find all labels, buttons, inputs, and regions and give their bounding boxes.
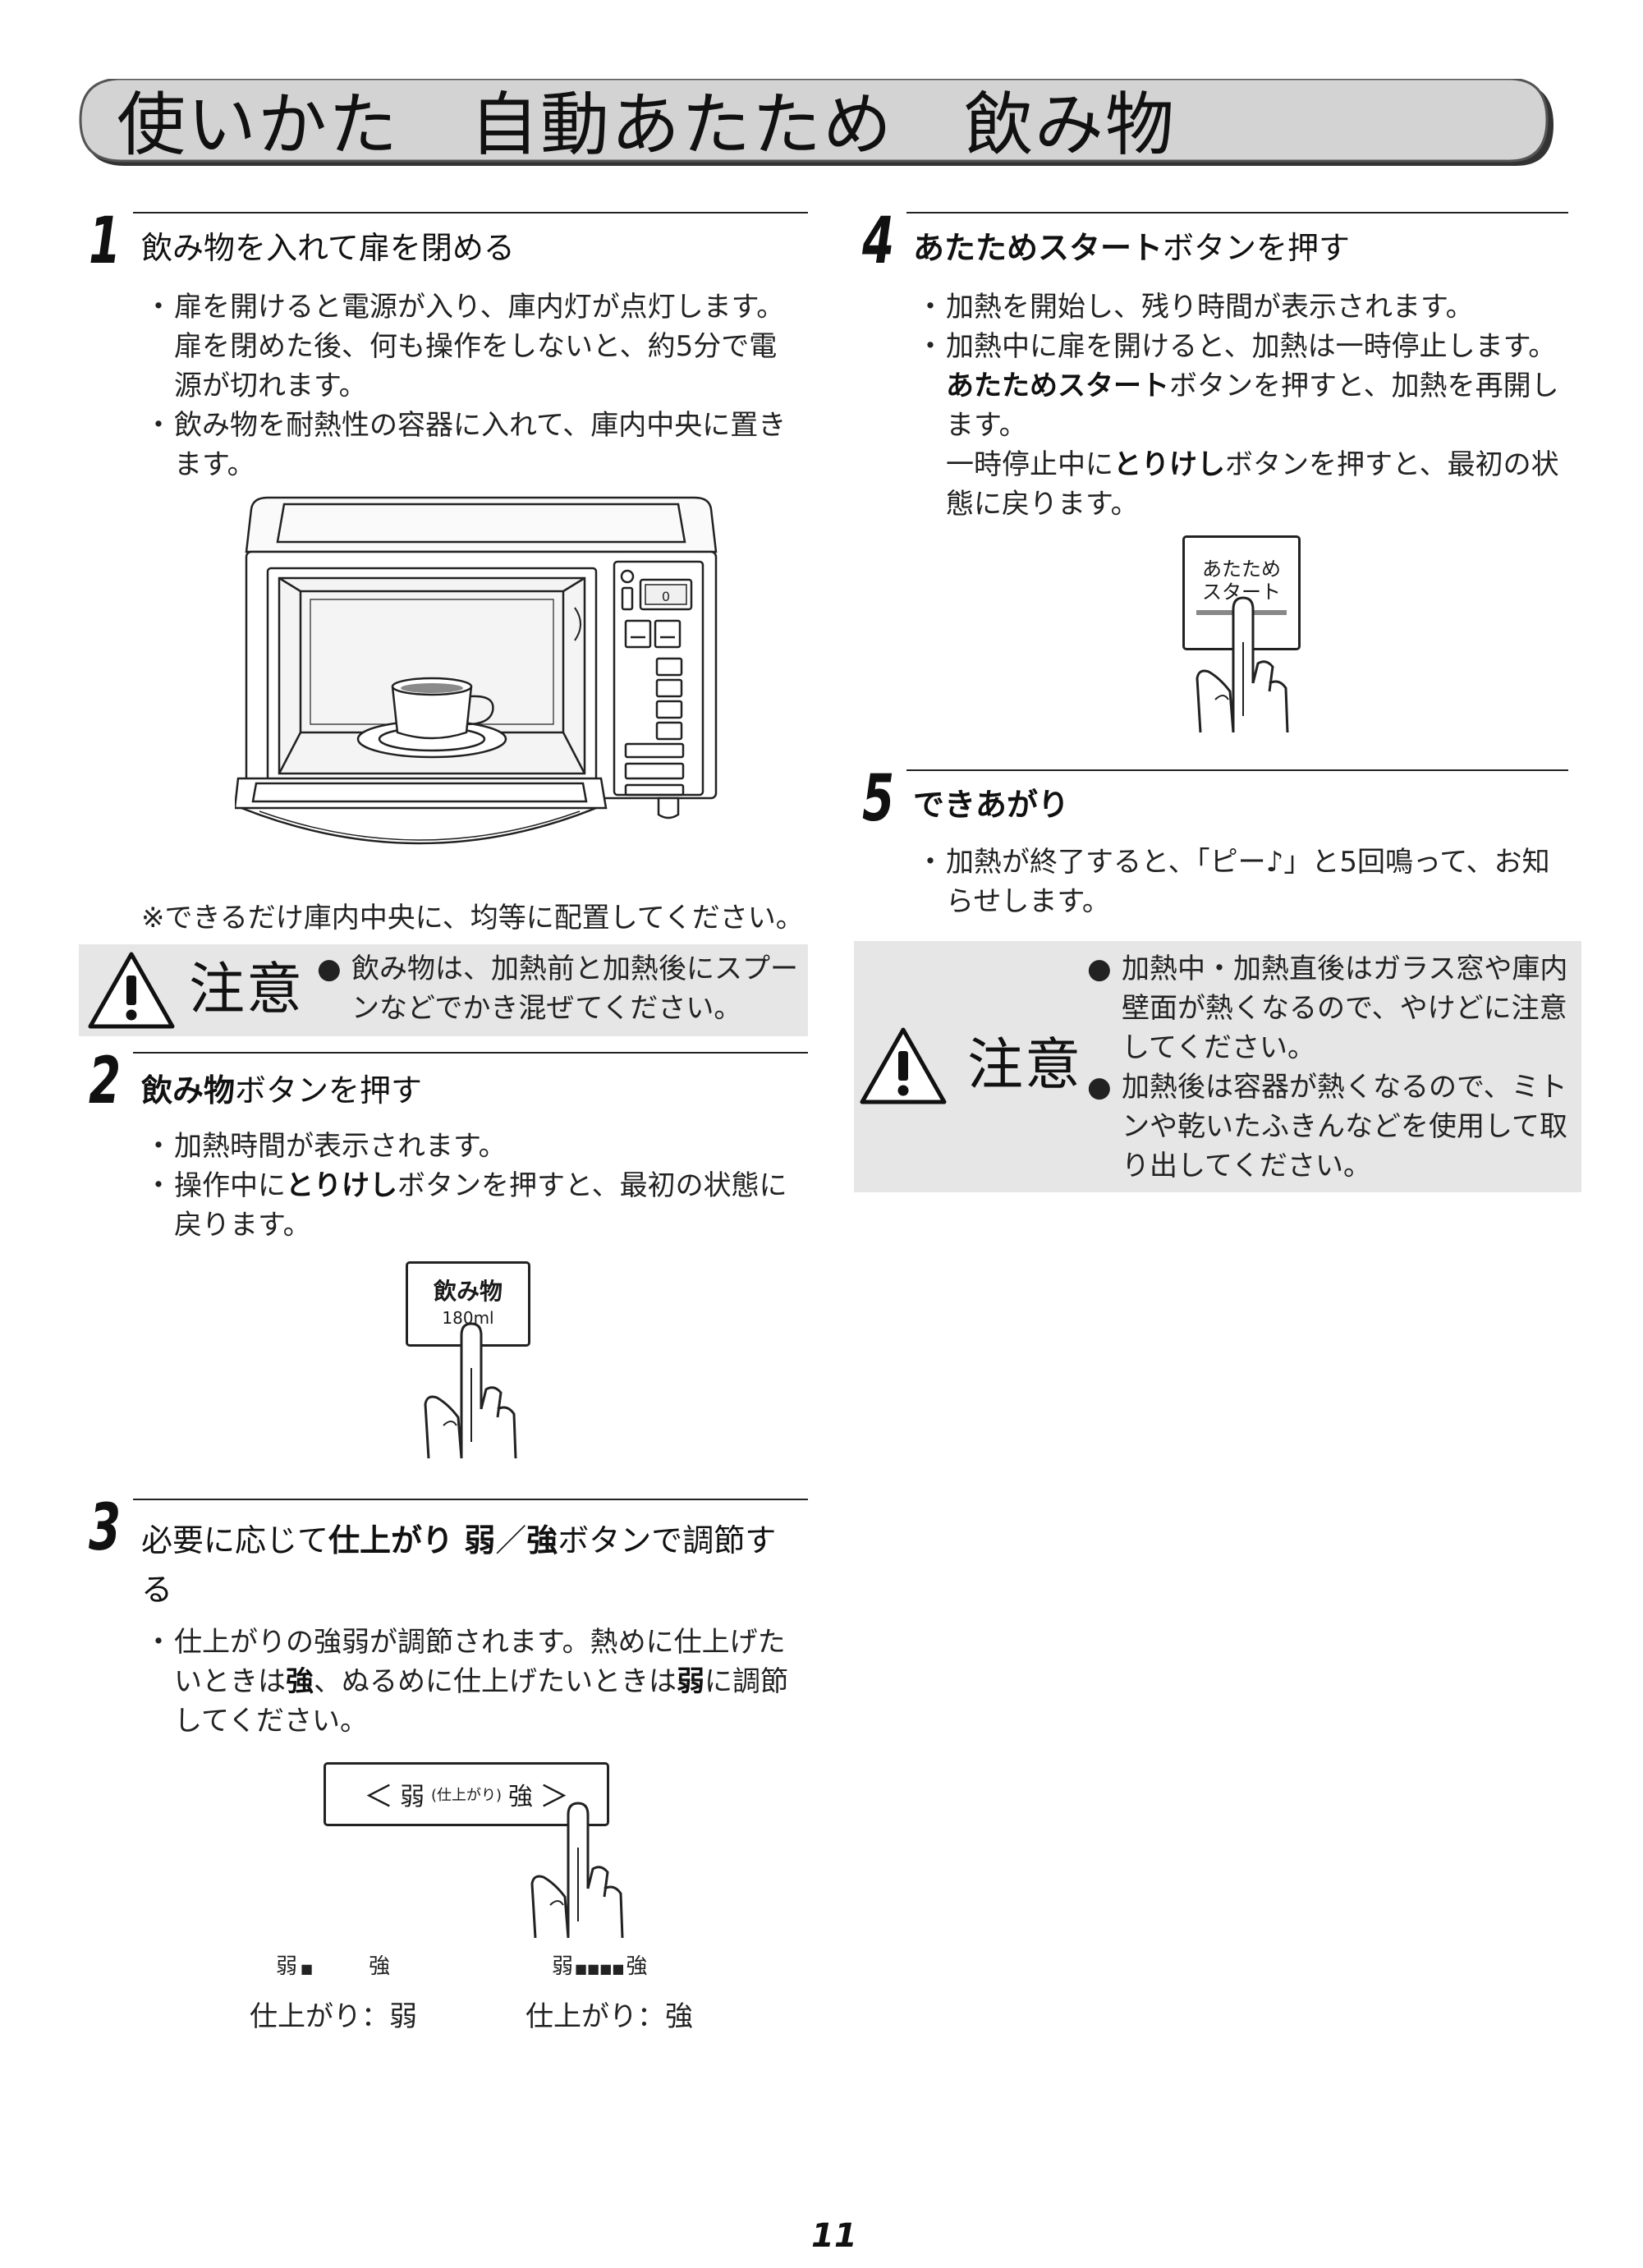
step-5-rule: [906, 769, 1568, 771]
indicator-weak-caption: 仕上がり：弱: [250, 2000, 417, 2033]
caution-word-2: 注意: [967, 1033, 1083, 1098]
microwave-display-text: 0: [662, 589, 670, 604]
microwave-illustration: 0: [235, 496, 718, 845]
indicator-strong-caption: 仕上がり：強: [525, 2000, 693, 2033]
step-1-note: ※できるだけ庫内中央に、均等に配置してください。: [141, 902, 804, 934]
step-3-bullets: 仕上がりの強弱が調節されます。熱めに仕上げた いときは強、ぬるめに仕上げたいとき…: [145, 1623, 821, 1741]
pointing-hand-icon-3: [1196, 596, 1289, 733]
finish-mid-label: (仕上がり): [430, 1787, 503, 1804]
warning-triangle-icon: [88, 952, 175, 1029]
finish-strong-label: 強: [508, 1783, 534, 1811]
start-button-illustration: あたため スタート: [1182, 535, 1301, 650]
caution-box-2: 注意 加熱中・加熱直後はガラス窓や庫内壁面が熱くなるので、やけどに注意してくださ…: [854, 941, 1581, 1192]
step-4-bullets: 加熱を開始し、残り時間が表示されます。 加熱中に扉を開けると、加熱は一時停止しま…: [916, 287, 1576, 524]
step-2-bullet-1: 加熱時間が表示されます。: [145, 1127, 821, 1166]
title-banner-shape: [79, 79, 1554, 166]
caution-word-1: 注意: [189, 957, 305, 1022]
title-banner: 使いかた 自動あたため 飲み物: [79, 79, 1557, 171]
step-3-title: 必要に応じて仕上がり 弱／強ボタンで調節す: [141, 1522, 777, 1559]
pointing-hand-icon: [424, 1322, 517, 1459]
start-button-label-1: あたため: [1202, 558, 1281, 581]
step-4-bullet-1: 加熱を開始し、残り時間が表示されます。: [916, 287, 1576, 327]
step-5-title: できあがり: [913, 787, 1070, 823]
step-5-number: 5: [862, 762, 895, 836]
warning-triangle-icon-2: [860, 1027, 947, 1104]
step-1-rule: [133, 212, 808, 213]
step-4-rule: [906, 212, 1568, 213]
step-1-title: 飲み物を入れて扉を閉める: [141, 230, 515, 266]
caution-2-item-2: 加熱後は容器が熱くなるので、ミトンや乾いたふきんなどを使用して取り出してください…: [1087, 1067, 1580, 1186]
caution-2-text: 加熱中・加熱直後はガラス窓や庫内壁面が熱くなるので、やけどに注意してください。 …: [1087, 949, 1580, 1186]
indicator-weak: 弱■強: [276, 1954, 391, 1979]
drink-button-label: 飲み物: [433, 1278, 503, 1305]
step-1-number: 1: [89, 204, 122, 278]
step-4-bullet-2: 加熱中に扉を開けると、加熱は一時停止します。 あたためスタートボタンを押すと、加…: [916, 327, 1576, 524]
finish-left-arrow-icon: ＜: [363, 1780, 393, 1814]
step-4-number: 4: [862, 204, 895, 278]
step-1-bullets: 扉を開けると電源が入り、庫内灯が点灯します。扉を閉めた後、何も操作をしないと、約…: [145, 287, 821, 484]
drink-button-illustration: 飲み物 180ml: [406, 1261, 530, 1347]
step-3-number: 3: [89, 1491, 122, 1565]
step-3-rule: [133, 1499, 808, 1500]
step-4-title: あたためスタートボタンを押す: [913, 230, 1351, 266]
step-3-bullet-1: 仕上がりの強弱が調節されます。熱めに仕上げた いときは強、ぬるめに仕上げたいとき…: [145, 1623, 821, 1741]
finish-weak-label: 弱: [399, 1783, 425, 1811]
step-2-rule: [133, 1052, 808, 1054]
step-2-number: 2: [89, 1044, 122, 1118]
finish-right-arrow-icon: ＞: [539, 1780, 570, 1814]
indicator-strong: 弱■■■■強: [552, 1954, 648, 1979]
step-1-bullet-1: 扉を開けると電源が入り、庫内灯が点灯します。扉を閉めた後、何も操作をしないと、約…: [145, 287, 821, 406]
page-title: 使いかた 自動あたため 飲み物: [117, 85, 1177, 165]
step-3-title-continued: る: [141, 1572, 173, 1608]
page-number: 11: [811, 2217, 857, 2255]
pointing-hand-icon-2: [530, 1802, 624, 1939]
step-2-title: 飲み物ボタンを押す: [141, 1072, 423, 1109]
finish-adjust-button-illustration: ＜ 弱 (仕上がり) 強 ＞: [324, 1762, 609, 1826]
